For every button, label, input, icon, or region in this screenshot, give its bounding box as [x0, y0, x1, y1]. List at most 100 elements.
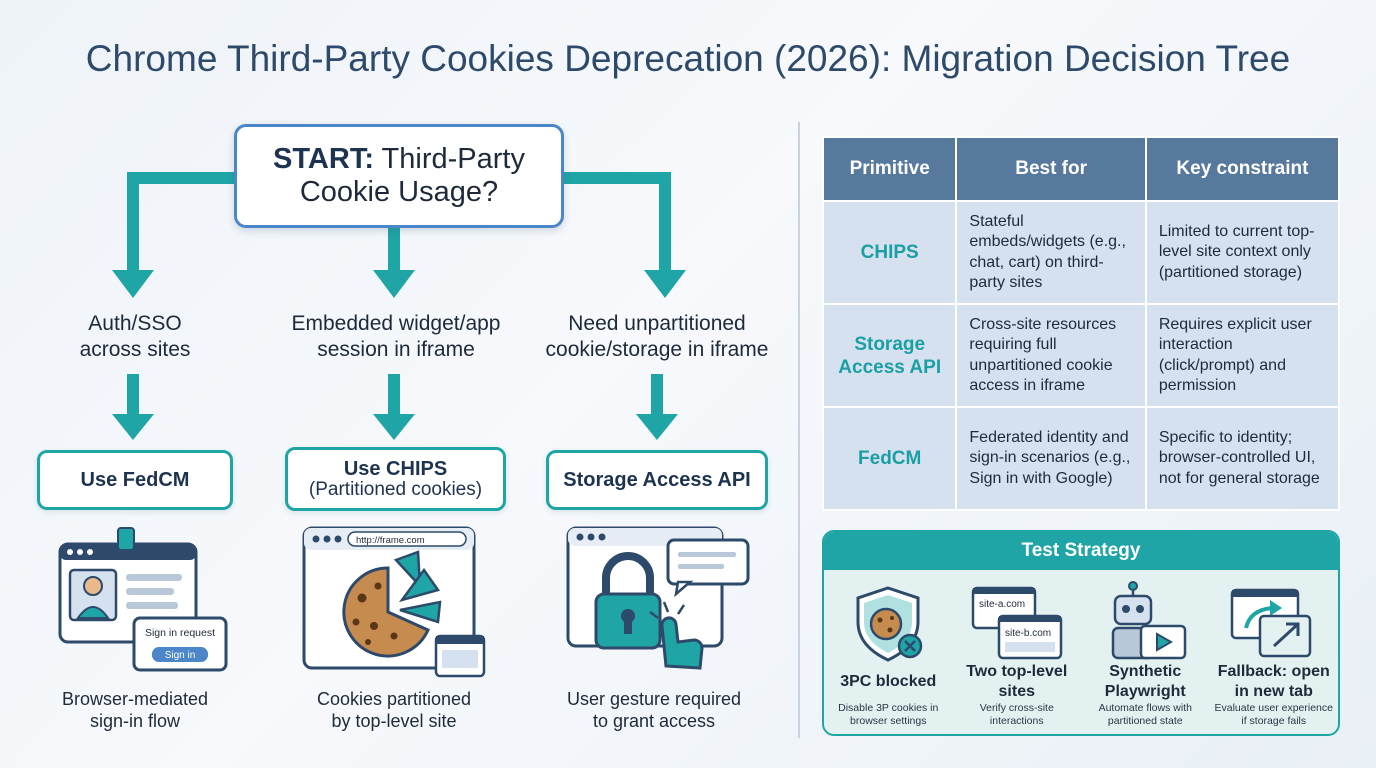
test-item-label-line: in new tab [1234, 683, 1313, 700]
table-header: Primitive [821, 136, 958, 202]
test-item-desc-line: Disable 3P cookies in [838, 702, 939, 714]
test-item-label: 3PC blocked [840, 673, 937, 690]
action-fedcm: Use FedCM [37, 450, 233, 510]
action-label: Storage Access API [563, 469, 751, 491]
table-cell-best-for: Federated identity and sign-in scenarios… [955, 406, 1147, 511]
table-header: Key constraint [1144, 136, 1341, 202]
robot-icon [1111, 581, 1187, 660]
branch-label-line: Embedded widget/app [291, 312, 501, 335]
test-strategy-title: Test Strategy [824, 532, 1338, 570]
test-item-desc: Automate flows with partitioned state [1081, 702, 1210, 728]
test-item-playwright: Synthetic Playwright Automate flows with… [1081, 570, 1210, 734]
caption-line: Cookies partitioned [316, 689, 472, 709]
action-label: Use FedCM [80, 469, 190, 491]
window-b-label: site-b.com [1005, 628, 1051, 639]
test-item-label-line: Fallback: open [1217, 663, 1330, 680]
connector-right-vertical [659, 172, 671, 272]
table-cell-primitive: FedCM [821, 406, 958, 511]
arrow-head-left [112, 270, 154, 298]
start-node: START: Third-Party Cookie Usage? [234, 124, 564, 228]
test-item-desc-line: partitioned state [1107, 715, 1183, 727]
caption-chips: Cookies partitioned by top-level site [264, 688, 524, 732]
test-item-desc-line: if storage fails [1241, 715, 1307, 727]
test-strategy-panel: Test Strategy 3PC blocked Disable 3P coo… [822, 530, 1340, 736]
connector-left-horizontal [127, 172, 234, 184]
table-cell-constraint: Limited to current top-level site contex… [1144, 200, 1341, 305]
branch-label-line: cookie/storage in iframe [545, 338, 769, 361]
test-item-desc-line: browser settings [850, 715, 927, 727]
start-text-2: Cookie Usage? [299, 176, 499, 208]
test-item-desc: Evaluate user experience if storage fail… [1210, 702, 1339, 728]
table-header: Best for [955, 136, 1147, 202]
caption-line: by top-level site [331, 711, 457, 731]
branch-label-widget: Embedded widget/app session in iframe [264, 311, 528, 363]
action-chips: Use CHIPS (Partitioned cookies) [285, 447, 506, 511]
table-cell-primitive: Storage Access API [821, 303, 958, 408]
start-bold: START: [273, 142, 374, 175]
test-item-desc-line: Evaluate user experience [1214, 702, 1334, 714]
new-tab-icon [1230, 588, 1311, 658]
test-item-desc: Disable 3P cookies in browser settings [824, 702, 953, 728]
window-a-label: site-a.com [979, 599, 1025, 610]
arrow-head-center [373, 270, 415, 298]
test-item-desc-line: Verify cross-site [979, 702, 1054, 714]
branch-label-unpartitioned: Need unpartitioned cookie/storage in ifr… [527, 311, 787, 363]
signin-popup-button-shape [152, 647, 208, 662]
page-title: Chrome Third-Party Cookies Deprecation (… [85, 38, 1291, 79]
signin-popup [132, 616, 228, 672]
test-item-label-line: Two top-level [966, 663, 1068, 680]
branch-label-line: session in iframe [317, 338, 475, 361]
signin-popup-title: Sign in request [145, 627, 215, 639]
test-item-desc-line: Automate flows with [1098, 702, 1192, 714]
action-storage-access: Storage Access API [546, 450, 768, 510]
two-windows-icon: site-a.com site-b.com [971, 586, 1062, 660]
caption-fedcm: Browser-mediated sign-in flow [5, 688, 265, 732]
test-item-3pc-blocked: 3PC blocked Disable 3P cookies in browse… [824, 570, 953, 734]
storage-access-illustration [566, 526, 750, 670]
test-item-fallback: Fallback: open in new tab Evaluate user … [1210, 570, 1339, 734]
shield-cookie-icon [856, 586, 923, 662]
arrow-down-2 [373, 414, 415, 440]
action-label: Use CHIPS [343, 457, 448, 480]
action-sublabel: (Partitioned cookies) [308, 478, 483, 500]
table-cell-best-for: Stateful embeds/widgets (e.g., chat, car… [955, 200, 1147, 305]
flow-arrows [112, 172, 686, 440]
branch-label-line: Need unpartitioned [568, 312, 746, 335]
table-row: FedCM Federated identity and sign-in sce… [821, 406, 1341, 511]
section-divider [798, 122, 800, 738]
start-text-1: Third-Party [381, 142, 525, 175]
caption-line: sign-in flow [89, 711, 181, 731]
table-row: CHIPS Stateful embeds/widgets (e.g., cha… [821, 200, 1341, 305]
branch-label-line: across sites [79, 338, 191, 361]
arrow-head-right [644, 270, 686, 298]
caption-line: User gesture required [566, 689, 742, 709]
test-item-two-sites: site-a.com site-b.com Two top-level site… [953, 570, 1082, 734]
connector-center-vertical [388, 228, 400, 272]
test-item-label-line: sites [998, 683, 1035, 700]
arrow-down-1 [112, 414, 154, 440]
test-item-label-line: Playwright [1104, 683, 1186, 700]
table-header-row: Primitive Best for Key constraint [821, 136, 1341, 202]
fedcm-signin-illustration: Sign in request Sign in [58, 527, 228, 672]
arrow-down-3 [636, 414, 678, 440]
test-item-desc: Verify cross-site interactions [953, 702, 1082, 728]
table-cell-primitive: CHIPS [821, 200, 958, 305]
connector-right-horizontal [564, 172, 671, 184]
table-cell-constraint: Specific to identity; browser-controlled… [1144, 406, 1341, 511]
branch-label-line: Auth/SSO [88, 312, 182, 335]
primitives-table: Primitive Best for Key constraint CHIPS … [821, 136, 1341, 511]
table-cell-constraint: Requires explicit user interaction (clic… [1144, 303, 1341, 408]
test-item-desc-line: interactions [989, 715, 1044, 727]
test-item-label-line: Synthetic [1109, 663, 1182, 680]
table-cell-best-for: Cross-site resources requiring full unpa… [955, 303, 1147, 408]
caption-storage-access: User gesture required to grant access [524, 688, 784, 732]
test-item-label: Fallback: open in new tab [1210, 662, 1339, 702]
branch-label-auth: Auth/SSO across sites [5, 311, 265, 363]
table-row: Storage Access API Cross-site resources … [821, 303, 1341, 408]
test-item-label: Synthetic Playwright [1081, 662, 1210, 702]
caption-line: to grant access [592, 711, 716, 731]
frame-url: http://frame.com [356, 535, 425, 546]
signin-popup-button: Sign in [165, 650, 196, 661]
caption-line: Browser-mediated [61, 689, 209, 709]
chips-cookie-illustration: http://frame.com [302, 526, 486, 678]
